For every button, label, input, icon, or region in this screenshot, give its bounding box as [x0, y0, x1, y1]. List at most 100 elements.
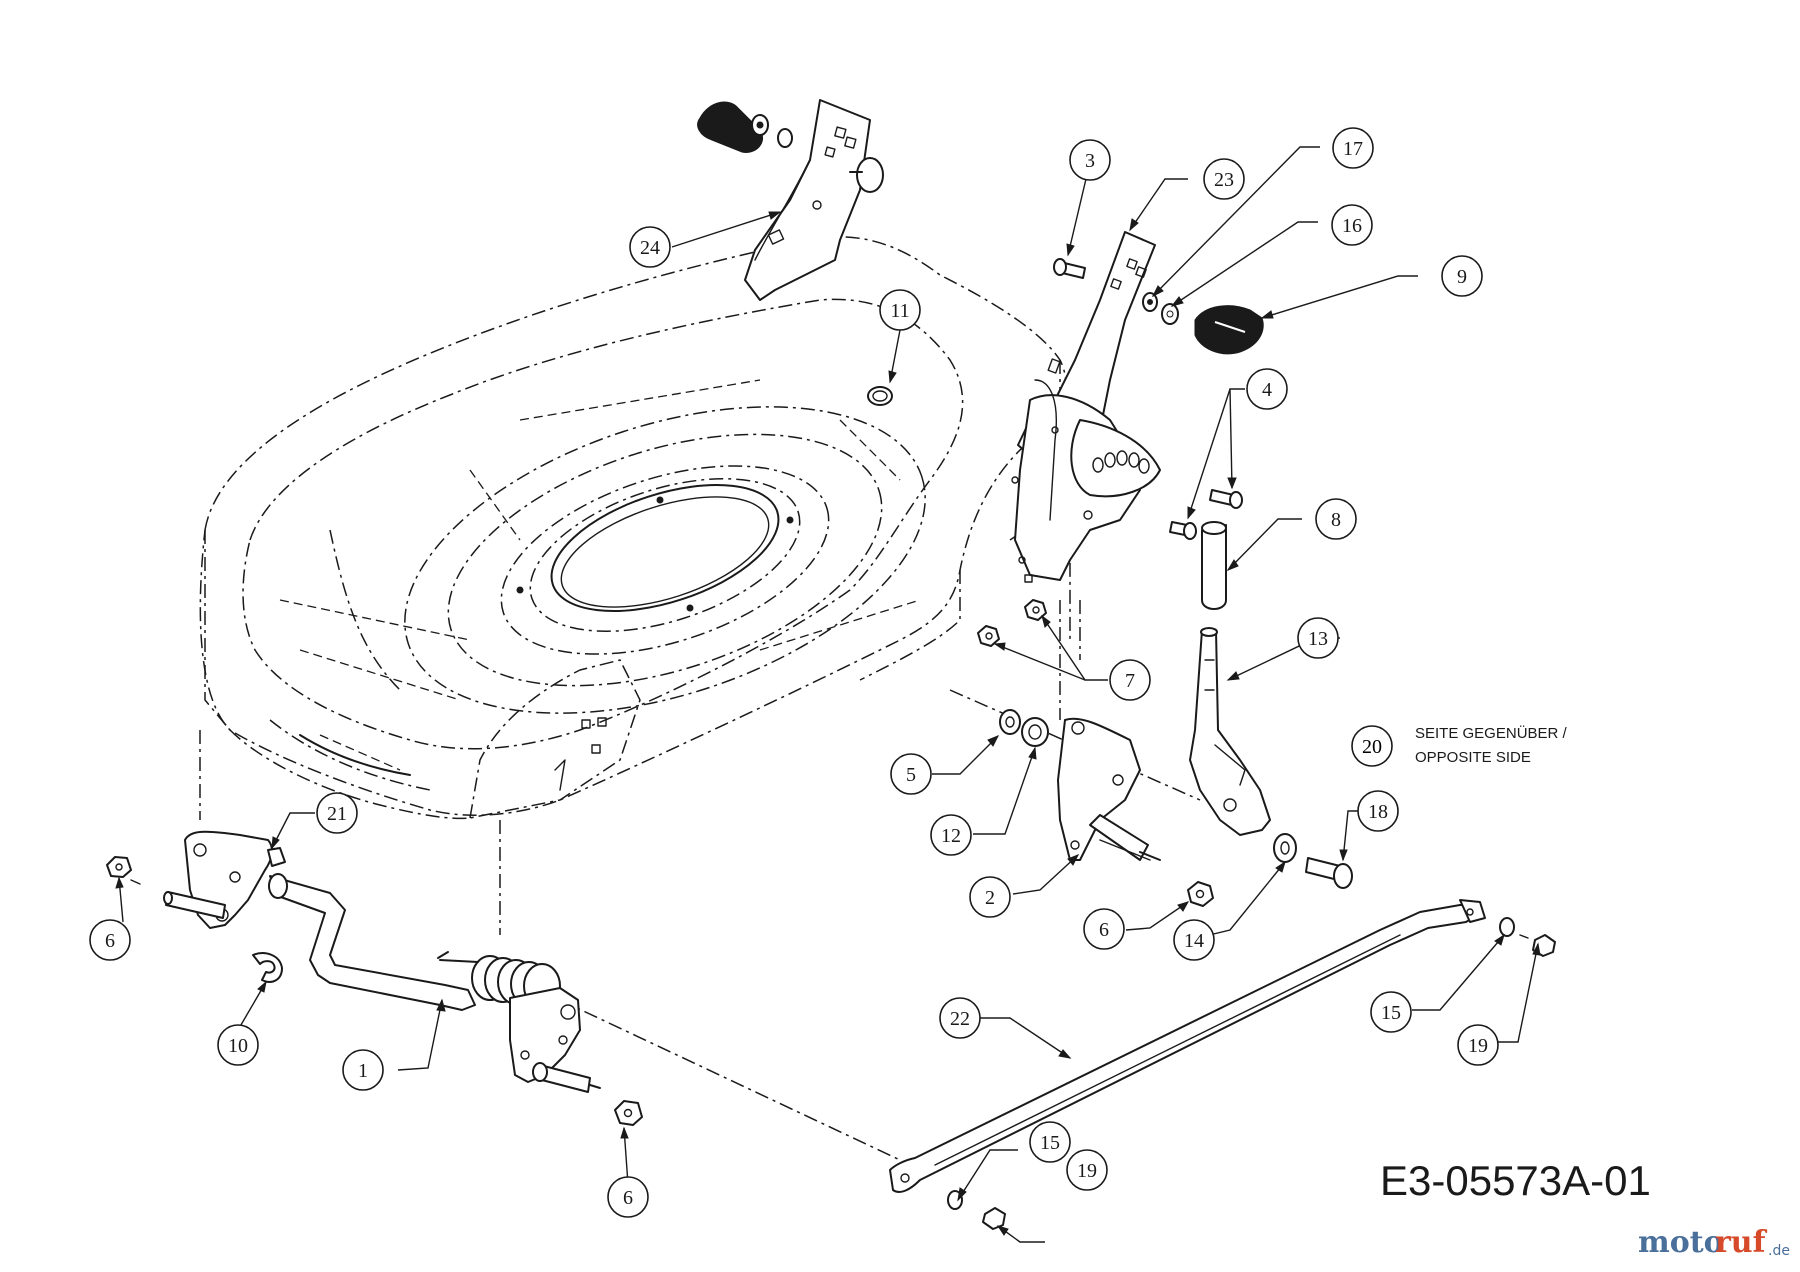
callout-c6b: 6: [607, 1176, 649, 1218]
watermark-brand-b: ruf: [1715, 1225, 1768, 1260]
callout-c1: 1: [342, 1049, 384, 1091]
callout-c19b: 19: [1066, 1149, 1108, 1191]
side-note-number: 20: [1362, 736, 1382, 758]
callout-c4: 4: [1246, 368, 1288, 410]
callout-c18: 18: [1357, 790, 1399, 832]
callout-c22: 22: [939, 997, 981, 1039]
callout-bubble: [1203, 158, 1245, 200]
callout-number: 1: [358, 1060, 368, 1082]
callout-bubbles: 1234566678910111213141515161718191921222…: [89, 127, 1499, 1218]
callout-bubble: [342, 1049, 384, 1091]
callout-number: 12: [941, 825, 961, 847]
callout-number: 15: [1040, 1132, 1060, 1154]
right-handle-bracket: [1011, 231, 1161, 583]
callout-bubble: [89, 919, 131, 961]
watermark-brand-a: moto: [1638, 1225, 1724, 1260]
callout-number: 23: [1214, 169, 1234, 191]
callout-c14: 14: [1173, 919, 1215, 961]
front-axle: [106, 830, 643, 1126]
callout-c16: 16: [1331, 204, 1373, 246]
callout-number: 8: [1331, 509, 1341, 531]
callout-c23: 23: [1203, 158, 1245, 200]
mower-deck: [199, 236, 1201, 1161]
callout-leaders: [115, 146, 1541, 1243]
callout-number: 22: [950, 1008, 970, 1030]
callout-bubble: [1357, 790, 1399, 832]
callout-bubble: [217, 1024, 259, 1066]
callout-c10: 10: [217, 1024, 259, 1066]
callout-bubble: [629, 226, 671, 268]
callout-c9: 9: [1441, 255, 1483, 297]
upper-hardware: [867, 258, 1264, 647]
callout-number: 11: [890, 300, 909, 322]
callout-number: 13: [1308, 628, 1328, 650]
callout-number: 5: [906, 764, 916, 786]
callout-bubble: [1441, 255, 1483, 297]
callout-bubble: [316, 792, 358, 834]
callout-c11: 11: [879, 289, 921, 331]
callout-bubble: [930, 814, 972, 856]
callout-c2: 2: [969, 876, 1011, 918]
callout-c6c: 6: [1083, 908, 1125, 950]
callout-c15a: 15: [1370, 991, 1412, 1033]
callout-c12: 12: [930, 814, 972, 856]
callout-bubble: [1109, 659, 1151, 701]
side-note-line1: SEITE GEGENÜBER /: [1415, 724, 1568, 742]
callout-c13: 13: [1297, 617, 1339, 659]
callout-number: 10: [228, 1035, 248, 1057]
side-note-bubble: [1351, 725, 1393, 767]
callout-bubble: [1083, 908, 1125, 950]
callout-c17: 17: [1332, 127, 1374, 169]
rear-right-linkage: [999, 627, 1353, 907]
callout-number: 24: [640, 237, 660, 259]
callout-number: 9: [1457, 266, 1467, 288]
callout-bubble: [890, 753, 932, 795]
opposite-side-note: 20 SEITE GEGENÜBER / OPPOSITE SIDE: [1351, 724, 1568, 767]
rear-axle: [889, 899, 1556, 1230]
callout-c6a: 6: [89, 919, 131, 961]
callout-c19a: 19: [1457, 1024, 1499, 1066]
callout-number: 6: [105, 930, 115, 952]
callout-bubble: [1029, 1121, 1071, 1163]
callout-c5: 5: [890, 753, 932, 795]
callout-bubble: [1332, 127, 1374, 169]
callout-c8: 8: [1315, 498, 1357, 540]
callout-bubble: [1457, 1024, 1499, 1066]
side-note-line2: OPPOSITE SIDE: [1415, 749, 1531, 766]
callout-c3: 3: [1069, 139, 1111, 181]
callout-bubble: [1297, 617, 1339, 659]
callout-bubble: [1315, 498, 1357, 540]
callout-bubble: [1173, 919, 1215, 961]
callout-number: 4: [1262, 379, 1272, 401]
callout-number: 19: [1077, 1160, 1097, 1182]
callout-number: 6: [1099, 919, 1109, 941]
callout-number: 14: [1184, 930, 1204, 952]
callout-bubble: [1370, 991, 1412, 1033]
watermark-suffix: .de: [1768, 1243, 1790, 1259]
callout-number: 15: [1381, 1002, 1401, 1024]
left-handle-bracket: [697, 99, 884, 301]
callout-number: 18: [1368, 801, 1388, 823]
callout-number: 16: [1342, 215, 1362, 237]
callout-bubble: [1331, 204, 1373, 246]
callout-c15b: 15: [1029, 1121, 1071, 1163]
callout-bubble: [1246, 368, 1288, 410]
callout-number: 19: [1468, 1035, 1488, 1057]
callout-bubble: [607, 1176, 649, 1218]
callout-bubble: [879, 289, 921, 331]
watermark-logo: moto ruf .de: [1638, 1225, 1790, 1260]
callout-bubble: [939, 997, 981, 1039]
callout-number: 21: [327, 803, 347, 825]
callout-number: 6: [623, 1187, 633, 1209]
drawing-code: E3-05573A-01: [1380, 1157, 1651, 1204]
callout-c24: 24: [629, 226, 671, 268]
callout-number: 7: [1125, 670, 1135, 692]
callout-number: 17: [1343, 138, 1363, 160]
callout-c7: 7: [1109, 659, 1151, 701]
callout-c21: 21: [316, 792, 358, 834]
callout-number: 3: [1085, 150, 1095, 172]
callout-bubble: [969, 876, 1011, 918]
callout-bubble: [1066, 1149, 1108, 1191]
callout-number: 2: [985, 887, 995, 909]
